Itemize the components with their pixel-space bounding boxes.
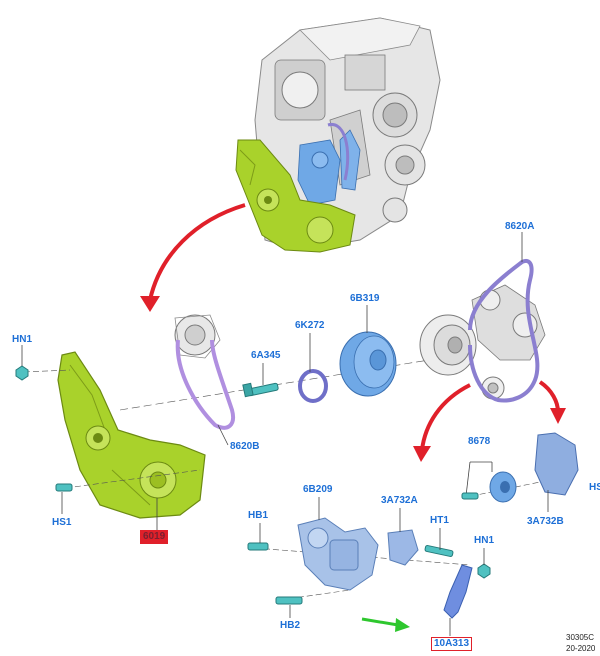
- label-3a732a: 3A732A: [381, 495, 418, 506]
- label-ht1: HT1: [430, 515, 449, 526]
- timing-cover: [57, 351, 206, 519]
- bracket-3a732a: [387, 508, 419, 566]
- arrow-to-bracket-left-head: [413, 446, 431, 462]
- pulley-6b319: [339, 331, 397, 397]
- bracket-3a732b: [534, 432, 579, 496]
- stud-ht1: [424, 545, 454, 557]
- label-cover-part: 6019: [140, 530, 169, 544]
- label-hb2: HB2: [280, 620, 301, 631]
- bolt-hb2: [275, 596, 303, 605]
- tensioner-6b209: [297, 517, 379, 591]
- arrow-to-cover: [148, 203, 246, 301]
- engine-assembly: [235, 17, 441, 253]
- stud-hs1: [55, 483, 73, 492]
- figure-code-line2: 20-2020: [566, 644, 596, 653]
- label-10a313: 10A313: [431, 637, 473, 651]
- label-6b319: 6B319: [350, 293, 380, 304]
- label-hb1: HB1: [248, 510, 269, 521]
- stud-6a345: [242, 382, 279, 398]
- label-hs-right: HS: [589, 482, 600, 493]
- green-arrow: [361, 617, 399, 627]
- label-6k272: 6K272: [295, 320, 325, 331]
- label-3a732b: 3A732B: [527, 516, 564, 527]
- label-hs1: HS1: [52, 517, 72, 528]
- label-8678: 8678: [468, 436, 491, 447]
- arrow-to-cover-head: [140, 296, 160, 312]
- arrow-to-bracket-left: [420, 383, 471, 451]
- arrow-to-bracket-right: [538, 380, 560, 413]
- green-arrow-head: [395, 618, 410, 632]
- label-hn1-right: HN1: [474, 535, 495, 546]
- nut-hn1-right: [477, 563, 491, 579]
- arrow-to-bracket-right-head: [550, 408, 566, 424]
- bolt-hb1: [247, 542, 269, 551]
- belt-8620a: [468, 259, 540, 403]
- idler-8678: [489, 471, 517, 503]
- nut-hn1-left: [15, 365, 29, 381]
- belt-8620b: [175, 339, 235, 430]
- bracket-10a313: [443, 564, 473, 619]
- seal-6k272: [298, 369, 328, 403]
- crank-pulley: [419, 314, 477, 376]
- label-hn1-left: HN1: [12, 334, 33, 345]
- label-6a345: 6A345: [251, 350, 281, 361]
- label-6b209: 6B209: [303, 484, 333, 495]
- bolt-idler: [461, 492, 479, 500]
- figure-code-line1: 30305C: [566, 633, 595, 642]
- label-8620a: 8620A: [505, 221, 535, 232]
- label-8620b: 8620B: [230, 441, 260, 452]
